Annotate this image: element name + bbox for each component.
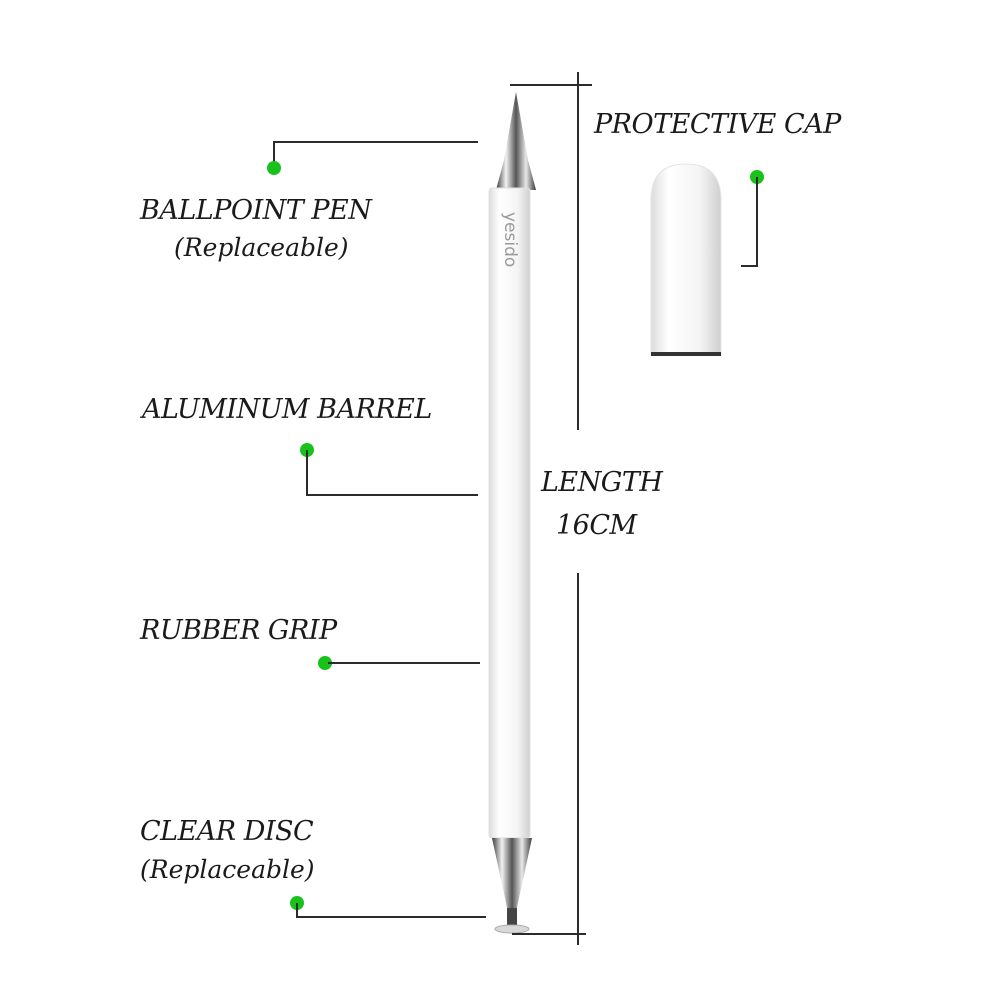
- barrel-label: ALUMINUM BARREL: [142, 394, 432, 425]
- disc-leader-v: [296, 903, 298, 917]
- length-value: 16CM: [556, 510, 637, 541]
- barrel-leader-h: [306, 494, 478, 496]
- ballpoint-leader-v: [273, 141, 275, 167]
- ballpoint-tip: [496, 92, 536, 190]
- barrel-leader-v: [306, 450, 308, 496]
- grip-leader-h: [328, 662, 480, 664]
- disc-tip: [492, 838, 532, 912]
- ballpoint-marker-dot: [267, 161, 281, 175]
- protective-cap: [650, 163, 722, 356]
- ballpoint-label: BALLPOINT PEN: [140, 195, 372, 226]
- length-label: LENGTH: [541, 467, 663, 498]
- cap-leader-h: [741, 265, 758, 267]
- disc-label: CLEAR DISC: [140, 816, 314, 847]
- grip-label: RUBBER GRIP: [140, 615, 337, 646]
- ballpoint-note: (Replaceable): [174, 233, 349, 262]
- cap-label: PROTECTIVE CAP: [594, 109, 841, 140]
- disc-leader-h: [296, 916, 486, 918]
- cap-leader-v: [756, 177, 758, 267]
- brand-mark: yesido: [500, 212, 520, 267]
- disc-note: (Replaceable): [140, 855, 315, 884]
- ballpoint-leader-h: [273, 141, 478, 143]
- aluminum-barrel: [488, 187, 531, 839]
- grip-marker-dot: [318, 656, 332, 670]
- clear-disc: [494, 924, 530, 934]
